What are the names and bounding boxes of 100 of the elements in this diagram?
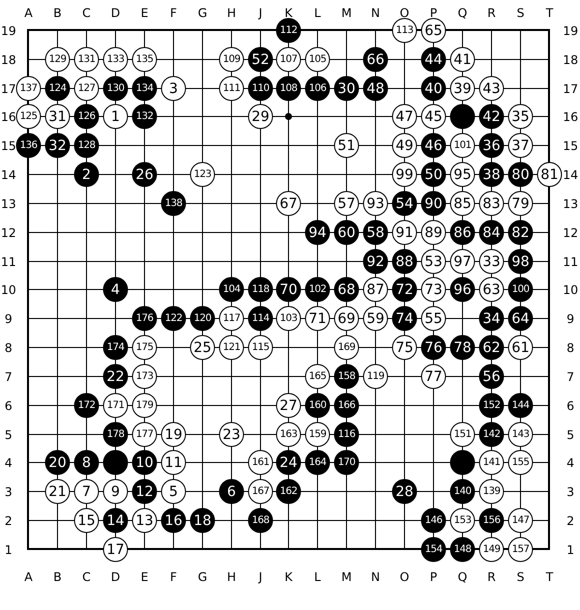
go-stone: 160 <box>305 393 330 418</box>
go-stone: 31 <box>45 104 70 129</box>
go-stone: 8 <box>74 450 99 475</box>
go-stone: 165 <box>305 364 330 389</box>
go-stone: 106 <box>305 76 330 101</box>
row-label: 5 <box>4 428 12 440</box>
go-stone: 155 <box>508 450 533 475</box>
go-stone: 61 <box>508 335 533 360</box>
go-stone: 69 <box>334 306 359 331</box>
go-stone: 144 <box>508 393 533 418</box>
go-stone: 50 <box>421 162 446 187</box>
column-label: K <box>284 570 292 582</box>
go-stone: 59 <box>363 306 388 331</box>
go-stone: 169 <box>334 335 359 360</box>
go-stone: 92 <box>363 249 388 274</box>
column-label: R <box>487 6 496 18</box>
row-label: 9 <box>566 312 574 324</box>
row-label: 14 <box>0 168 16 180</box>
go-stone: 83 <box>479 191 504 216</box>
go-stone: 101 <box>450 133 475 158</box>
go-stone: 147 <box>508 508 533 533</box>
go-stone: 119 <box>363 364 388 389</box>
go-stone: 99 <box>392 162 417 187</box>
go-stone: 15 <box>74 508 99 533</box>
go-stone: 35 <box>508 104 533 129</box>
go-stone: 100 <box>508 277 533 302</box>
row-label: 16 <box>562 110 578 122</box>
go-stone: 55 <box>421 306 446 331</box>
go-stone: 3 <box>161 76 186 101</box>
row-label: 11 <box>562 256 578 268</box>
go-stone: 137 <box>16 76 41 101</box>
go-stone: 38 <box>479 162 504 187</box>
column-label: F <box>170 6 177 18</box>
row-label: 16 <box>0 110 16 122</box>
go-stone: 111 <box>219 76 244 101</box>
go-stone: 135 <box>132 47 157 72</box>
column-label: Q <box>458 570 468 582</box>
go-stone: 56 <box>479 364 504 389</box>
go-stone: 148 <box>450 537 475 562</box>
go-stone: 84 <box>479 220 504 245</box>
go-stone: 30 <box>334 76 359 101</box>
row-label: 3 <box>566 486 574 498</box>
column-label: Q <box>458 6 468 18</box>
go-stone: 151 <box>450 422 475 447</box>
column-label: D <box>110 6 120 18</box>
go-stone: 102 <box>305 277 330 302</box>
go-stone: 77 <box>421 364 446 389</box>
go-stone: 81 <box>537 162 562 187</box>
row-label: 4 <box>4 456 12 468</box>
column-label: G <box>198 6 208 18</box>
go-stone: 116 <box>334 422 359 447</box>
go-stone: 12 <box>132 479 157 504</box>
go-stone: 172 <box>74 393 99 418</box>
go-stone: 161 <box>248 450 273 475</box>
column-label: L <box>314 570 321 582</box>
row-label: 12 <box>0 226 16 238</box>
go-stone: 90 <box>421 191 446 216</box>
go-stone: 49 <box>392 133 417 158</box>
go-stone: 18 <box>190 508 215 533</box>
go-stone: 11 <box>161 450 186 475</box>
go-stone: 9 <box>103 479 128 504</box>
row-label: 12 <box>562 226 578 238</box>
column-label: A <box>24 570 33 582</box>
go-stone: 177 <box>132 422 157 447</box>
go-stone: 23 <box>219 422 244 447</box>
go-stone: 163 <box>276 422 301 447</box>
go-stone: 88 <box>392 249 417 274</box>
column-label: F <box>170 570 177 582</box>
go-stone: 20 <box>45 450 70 475</box>
row-label: 10 <box>0 284 16 296</box>
go-stone: 140 <box>450 479 475 504</box>
row-label: 6 <box>4 400 12 412</box>
go-stone: 6 <box>219 479 244 504</box>
go-stone: 22 <box>103 364 128 389</box>
go-stone: 86 <box>450 220 475 245</box>
go-stone: 170 <box>334 450 359 475</box>
go-stone: 4 <box>103 277 128 302</box>
go-stone: 152 <box>479 393 504 418</box>
go-stone: 52 <box>248 47 273 72</box>
go-stone: 58 <box>363 220 388 245</box>
column-label: D <box>110 570 120 582</box>
go-stone: 25 <box>190 335 215 360</box>
go-stone: 166 <box>334 393 359 418</box>
go-stone: 7 <box>74 479 99 504</box>
row-label: 2 <box>566 514 574 526</box>
go-stone: 85 <box>450 191 475 216</box>
column-label: O <box>400 6 410 18</box>
column-label: E <box>140 570 148 582</box>
column-label: L <box>314 6 321 18</box>
go-stone: 2 <box>74 162 99 187</box>
go-stone: 66 <box>363 47 388 72</box>
go-stone: 73 <box>421 277 446 302</box>
row-label: 10 <box>562 284 578 296</box>
column-label: C <box>82 6 91 18</box>
row-label: 4 <box>566 456 574 468</box>
go-stone: 68 <box>334 277 359 302</box>
go-stone: 70 <box>276 277 301 302</box>
go-stone: 176 <box>132 306 157 331</box>
go-stone: 60 <box>334 220 359 245</box>
column-label: T <box>546 570 554 582</box>
